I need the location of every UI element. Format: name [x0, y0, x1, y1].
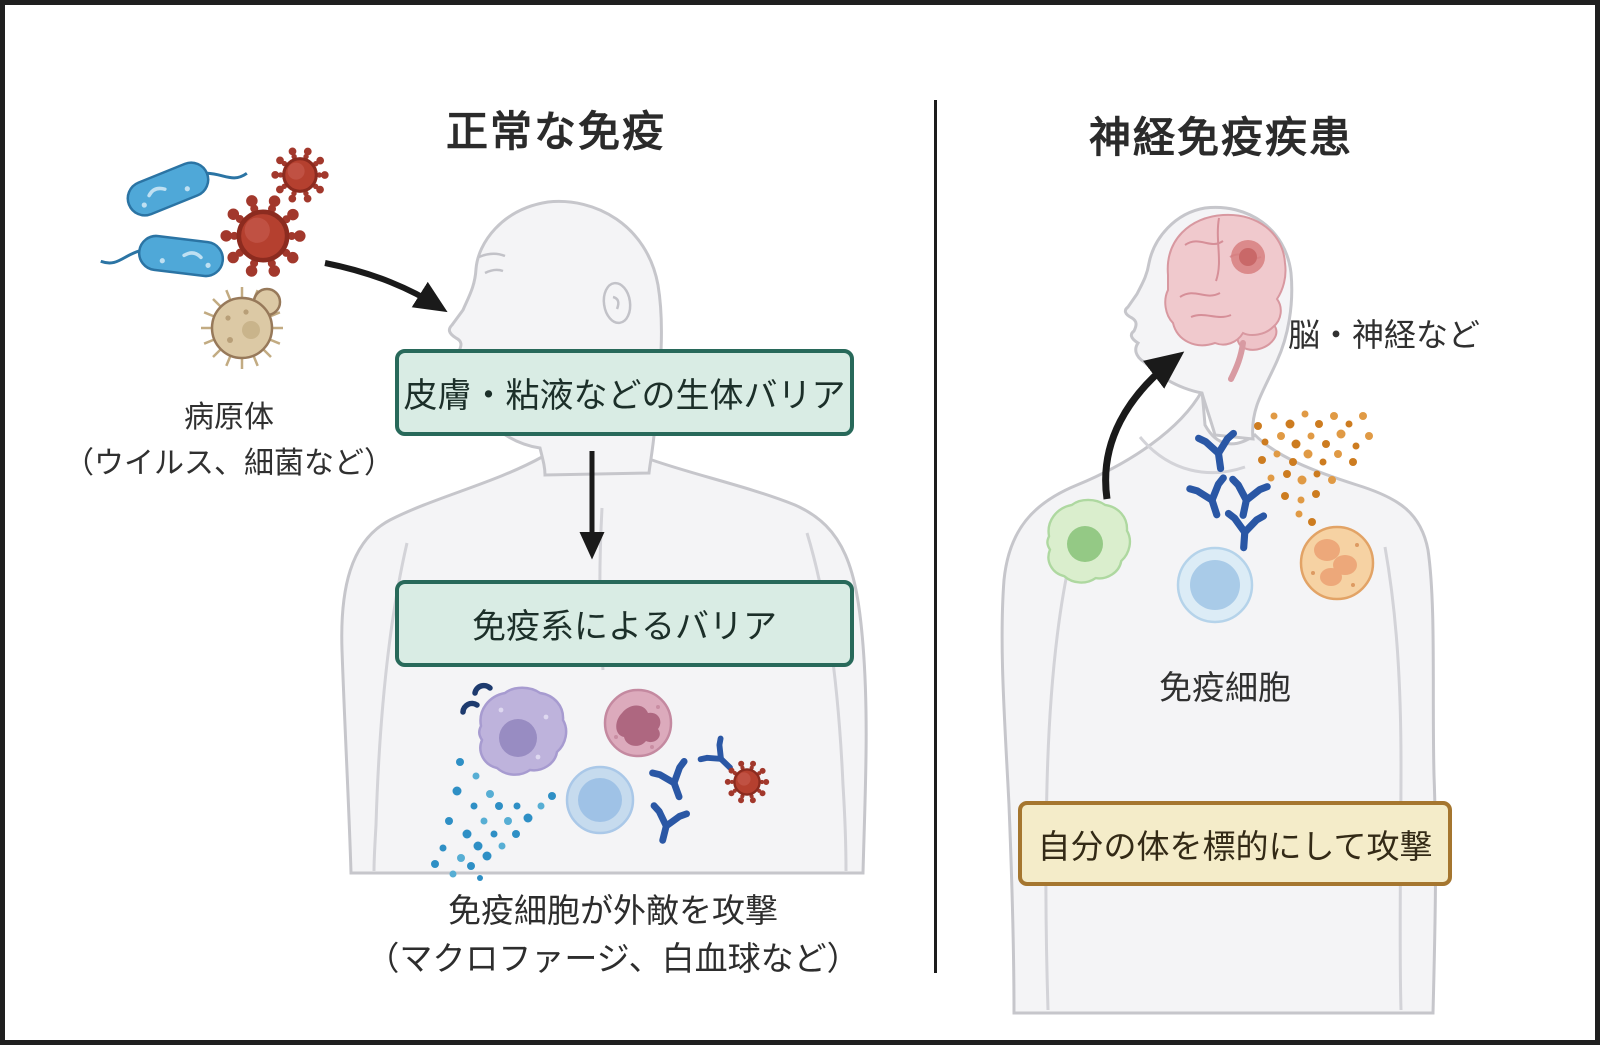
cytokine-dots: [431, 758, 556, 881]
pathogen-arrow: [324, 260, 448, 313]
green-immune-cell-icon: [1046, 498, 1132, 584]
pathogen-label-line2: （ウイルス、細菌など）: [64, 446, 394, 481]
virus-icon: [226, 150, 325, 273]
diagram-artwork: [98, 141, 1438, 1015]
barrier-box-immune-label: 免疫系によるバリア: [472, 607, 777, 647]
neutrophil-icon: [603, 688, 673, 758]
barrier-box-skin-label: 皮膚・粘液などの生体バリア: [403, 376, 846, 416]
lymphocyte-icon: [565, 765, 635, 835]
brain-label: 脳・神経など: [1288, 316, 1481, 354]
bacterium-icon: [98, 141, 250, 280]
fungus-icon: [201, 287, 283, 369]
immune-attack-caption-line1: 免疫細胞が外敵を攻撃: [447, 891, 778, 930]
granulocyte-icon: [1299, 525, 1375, 601]
pathogen-label-line1: 病原体: [184, 400, 274, 435]
barrier-box-immune: 免疫系によるバリア: [395, 580, 854, 667]
attack-arrow: [1102, 351, 1185, 500]
autoantibody-dots: [1254, 410, 1373, 526]
immune-attack-caption: 免疫細胞が外敵を攻撃 （マクロファージ、白血球など）: [366, 887, 859, 983]
immune-attack-caption-line2: （マクロファージ、白血球など）: [366, 939, 860, 978]
lymphocyte-icon-right: [1176, 546, 1254, 624]
barrier-box-skin: 皮膚・粘液などの生体バリア: [395, 349, 854, 436]
brain-icon: [1164, 213, 1287, 382]
attack-box: 自分の体を標的にして攻撃: [1018, 801, 1452, 886]
macrophage-icon: [460, 682, 568, 776]
panel-divider: [934, 100, 937, 973]
immune-cells-label: 免疫細胞: [1159, 668, 1291, 707]
attack-box-label: 自分の体を標的にして攻撃: [1037, 826, 1433, 866]
right-panel-title: 神経免疫疾患: [1088, 113, 1354, 162]
left-panel-title: 正常な免疫: [445, 107, 667, 156]
pathogen-label: 病原体 （ウイルス、細菌など）: [64, 395, 394, 487]
